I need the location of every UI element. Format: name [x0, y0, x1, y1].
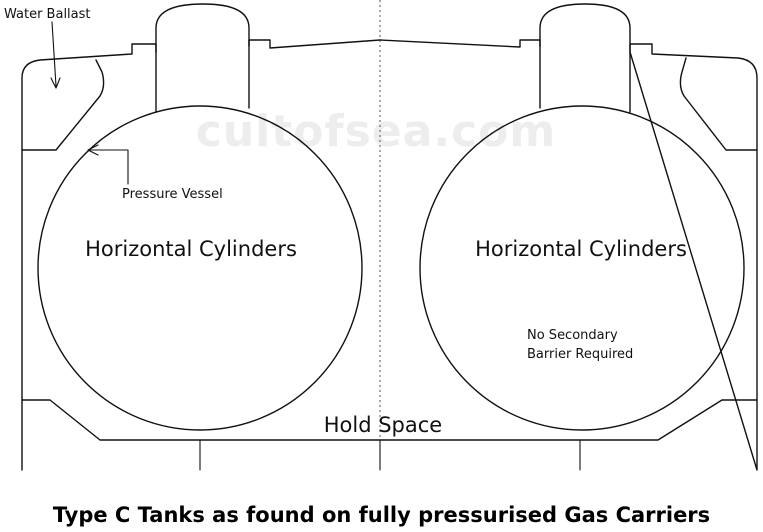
pressure-vessel-label: Pressure Vessel [122, 187, 223, 202]
water-ballast-arrowhead [50, 77, 61, 89]
right-wing-ballast-tank [679, 57, 758, 151]
right-pressure-vessel [419, 105, 745, 431]
pressure-vessel-arrowhead [87, 144, 99, 156]
left-tank-label: Horizontal Cylinders [85, 237, 297, 261]
water-ballast-pointer [51, 21, 57, 87]
right-tank-label: Horizontal Cylinders [475, 237, 687, 261]
left-pressure-vessel [37, 105, 363, 431]
secondary-barrier-label-line1: No Secondary [527, 328, 618, 343]
secondary-barrier-label-line2: Barrier Required [527, 347, 633, 362]
hull-outline [21, 39, 758, 471]
inner-bottom [21, 399, 758, 441]
left-wing-ballast-tank [21, 59, 105, 151]
left-tank-dome [155, 3, 250, 109]
water-ballast-label: Water Ballast [4, 7, 91, 22]
pressure-vessel-pointer [89, 149, 129, 185]
figure-caption: Type C Tanks as found on fully pressuris… [52, 503, 711, 527]
hold-space-label: Hold Space [324, 413, 442, 437]
right-tank-dome [539, 3, 631, 113]
